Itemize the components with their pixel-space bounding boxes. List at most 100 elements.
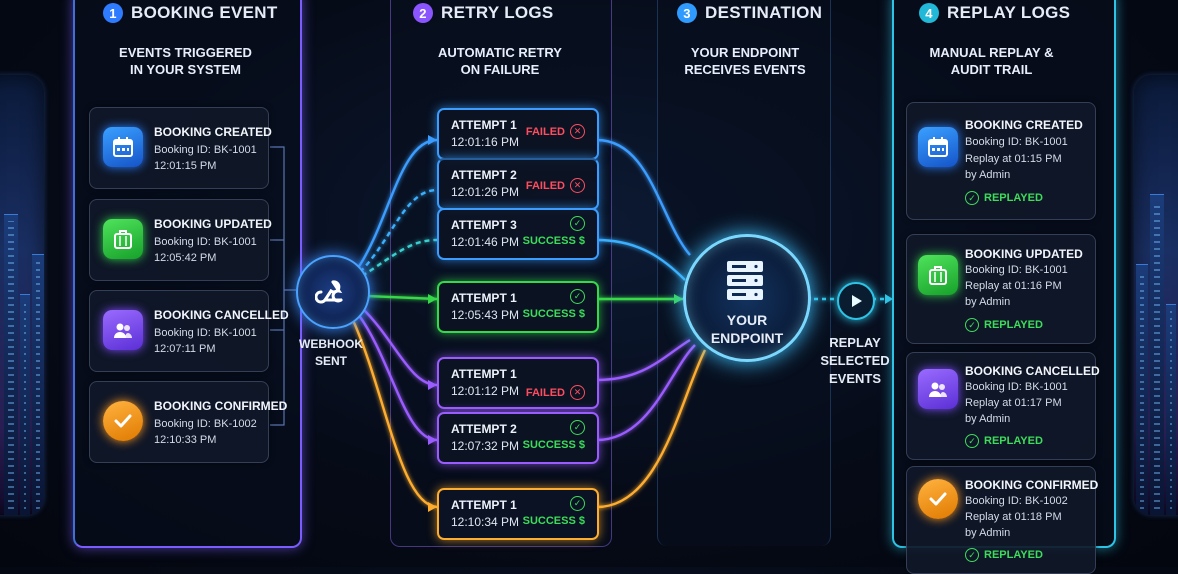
attempt-name: ATTEMPT 2 [451,168,517,182]
suitcase-icon [918,255,958,295]
step-number: 2 [413,3,433,23]
replayed-badge: ✓REPLAYED [965,191,1043,205]
replay-booking-id: Booking ID: BK-1002 [965,495,1068,507]
attempt-time: 12:07:32 PM [451,439,520,453]
endpoint-label-line: YOUR [726,312,768,328]
flow-line-green [365,294,438,301]
attempt-time: 12:01:12 PM [451,384,520,398]
event-title: BOOKING UPDATED [154,217,272,231]
replayed-badge: ✓REPLAYED [965,434,1043,448]
event-card-cancelled[interactable]: BOOKING CANCELLED Booking ID: BK-1001 12… [89,290,289,372]
flow-line-orange [350,317,438,509]
attempt-box[interactable]: ATTEMPT 1 12:05:43 PM ✓ SUCCESS $ [437,281,599,333]
attempt-status: SUCCESS $ [522,308,585,320]
subtitle-line: IN YOUR SYSTEM [129,62,241,77]
replay-card-updated[interactable]: BOOKING UPDATED Booking ID: BK-1001 Repl… [906,234,1096,344]
attempt-time: 12:01:26 PM [451,185,520,199]
check-circle-icon [918,479,958,519]
replayed-text: REPLAYED [984,319,1043,331]
replay-by: by Admin [965,169,1011,181]
attempt-name: ATTEMPT 1 [451,367,517,381]
column-title: BOOKING EVENT [131,3,278,22]
replay-card-created[interactable]: BOOKING CREATED Booking ID: BK-1001 Repl… [906,102,1096,220]
attempt-time: 12:10:34 PM [451,515,520,529]
replay-time: Replay at 01:16 PM [965,280,1062,292]
attempt-box[interactable]: ATTEMPT 1 12:01:16 PM FAILED ✕ [437,108,599,160]
arrowhead [428,502,437,512]
replay-card-cancelled[interactable]: BOOKING CANCELLED Booking ID: BK-1001 Re… [906,352,1100,460]
replayed-text: REPLAYED [984,192,1043,204]
step-number: 4 [919,3,939,23]
column-subtitle-replay: MANUAL REPLAY & AUDIT TRAIL [904,44,1079,78]
event-title: BOOKING CANCELLED [154,308,289,322]
subtitle-line: EVENTS TRIGGERED [119,45,252,60]
endpoint-node[interactable]: YOUR ENDPOINT [683,234,811,362]
fail-icon: ✕ [570,178,585,193]
replay-booking-id: Booking ID: BK-1001 [965,136,1068,148]
attempt-status: FAILED [525,386,565,399]
attempt-name: ATTEMPT 1 [451,291,517,305]
event-card-confirmed[interactable]: BOOKING CONFIRMED Booking ID: BK-1002 12… [89,381,287,463]
column-title: REPLAY LOGS [947,3,1071,22]
attempt-name: ATTEMPT 2 [451,422,517,436]
play-icon [852,295,862,307]
check-icon: ✓ [965,318,979,332]
event-card-created[interactable]: BOOKING CREATED Booking ID: BK-1001 12:0… [89,107,272,189]
column-title: DESTINATION [705,3,823,22]
success-icon: ✓ [570,216,585,231]
replay-label-line: REPLAY [829,335,881,350]
suitcase-icon [103,219,143,259]
replay-by: by Admin [965,527,1011,539]
attempt-name: ATTEMPT 3 [451,218,517,232]
attempt-box[interactable]: ATTEMPT 2 12:01:26 PM FAILED ✕ [437,158,599,210]
flow-line-blue-out-2 [596,238,686,281]
attempt-time: 12:01:16 PM [451,135,520,149]
replay-title: BOOKING CREATED [965,118,1083,132]
event-booking-id: Booking ID: BK-1002 [154,418,257,430]
fail-icon: ✕ [570,124,585,139]
replay-time: Replay at 01:15 PM [965,153,1062,165]
subtitle-line: AUTOMATIC RETRY [438,45,562,60]
calendar-icon [918,127,958,167]
event-time: 12:01:15 PM [154,160,217,172]
replay-by: by Admin [965,413,1011,425]
attempt-box[interactable]: ATTEMPT 1 12:01:12 PM FAILED ✕ [437,357,599,409]
column-header-retry: 2 RETRY LOGS [413,0,554,26]
replay-booking-id: Booking ID: BK-1001 [965,381,1068,393]
event-booking-id: Booking ID: BK-1001 [154,327,257,339]
event-time: 12:10:33 PM [154,434,217,446]
webhook-node[interactable] [296,255,370,329]
subtitle-line: AUDIT TRAIL [950,62,1033,77]
city-window-right [1134,75,1178,515]
attempt-box[interactable]: ATTEMPT 3 12:01:46 PM ✓ SUCCESS $ [437,208,599,260]
attempt-status: FAILED [525,125,565,138]
flow-line-orange-out [596,349,707,509]
replay-card-confirmed[interactable]: BOOKING CONFIRMED Booking ID: BK-1002 Re… [906,466,1098,574]
arrowhead [428,380,437,390]
replay-by: by Admin [965,296,1011,308]
column-title: RETRY LOGS [441,3,554,22]
success-icon: ✓ [570,496,585,511]
column-header-replay: 4 REPLAY LOGS [919,0,1070,26]
subtitle-line: ON FAILURE [460,62,540,77]
webhook-label-line: WEBHOOK [299,337,363,351]
fail-icon: ✕ [570,385,585,400]
column-subtitle-retry: AUTOMATIC RETRY ON FAILURE [410,44,590,78]
arrowhead [885,294,893,304]
city-window-left [0,75,44,515]
replayed-badge: ✓REPLAYED [965,548,1043,562]
attempt-box[interactable]: ATTEMPT 1 12:10:34 PM ✓ SUCCESS $ [437,488,599,540]
attempt-box[interactable]: ATTEMPT 2 12:07:32 PM ✓ SUCCESS $ [437,412,599,464]
replay-time: Replay at 01:18 PM [965,511,1062,523]
replay-time: Replay at 01:17 PM [965,397,1062,409]
event-card-updated[interactable]: BOOKING UPDATED Booking ID: BK-1001 12:0… [89,199,272,281]
subtitle-line: RECEIVES EVENTS [684,62,806,77]
event-booking-id: Booking ID: BK-1001 [154,144,257,156]
replay-button[interactable] [837,282,875,320]
attempt-status-group: FAILED ✕ [526,124,585,139]
replay-booking-id: Booking ID: BK-1001 [965,264,1068,276]
arrowhead [428,294,437,304]
arrowhead [428,135,437,145]
check-icon: ✓ [965,434,979,448]
flow-line-purple-2 [357,313,438,442]
